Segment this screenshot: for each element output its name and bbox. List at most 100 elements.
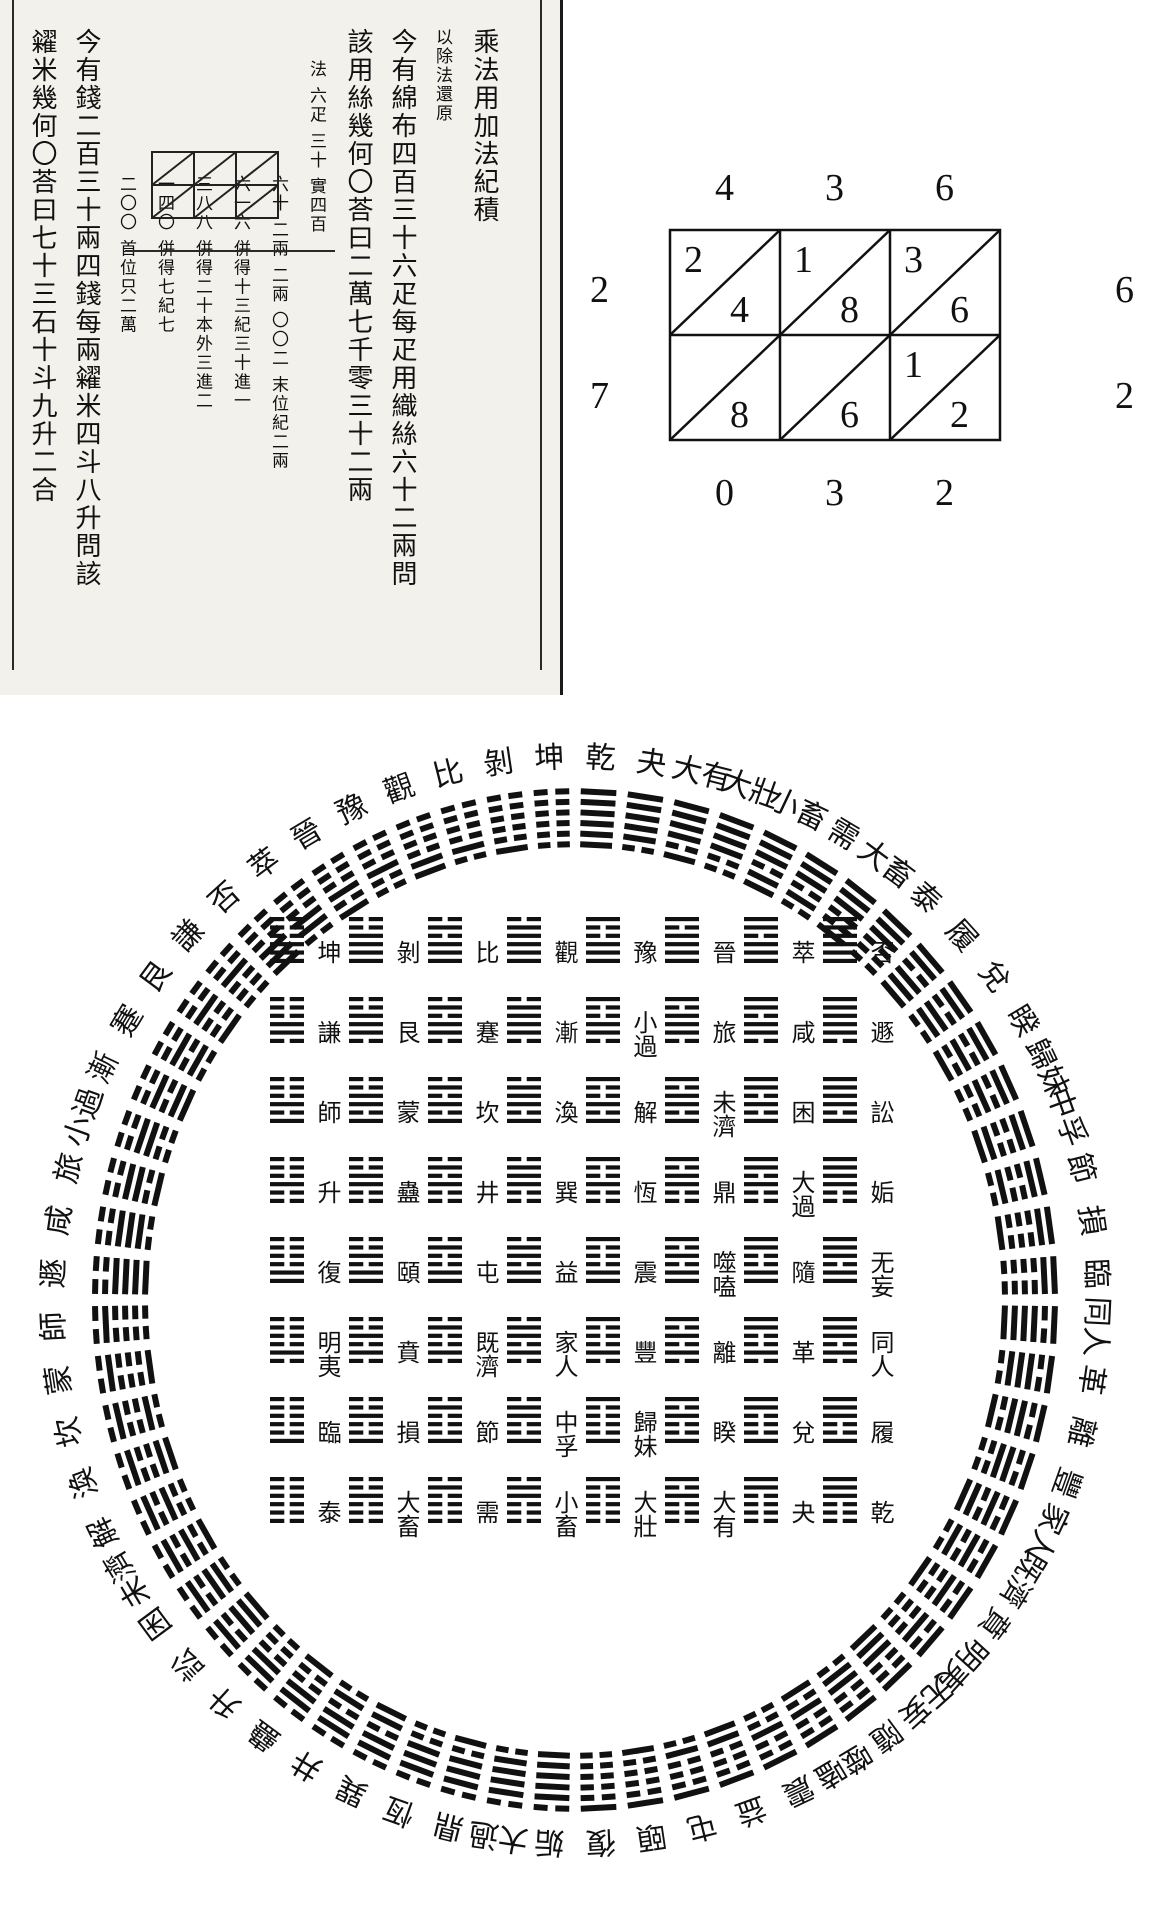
yin-line <box>665 1430 680 1435</box>
yin-line <box>349 1342 364 1347</box>
yin-line <box>349 1245 364 1250</box>
yin-line <box>684 1245 699 1250</box>
yin-line <box>509 801 524 810</box>
yin-line <box>447 1317 462 1322</box>
yin-line <box>605 1253 620 1258</box>
yang-line <box>428 958 462 963</box>
yin-line <box>665 1502 680 1507</box>
yin-line <box>1007 1234 1016 1250</box>
yin-line <box>780 898 795 910</box>
yang-line <box>665 917 699 922</box>
yin-line <box>368 1502 383 1507</box>
left-result-digit: 7 <box>590 375 609 417</box>
yin-line <box>289 1477 304 1482</box>
yin-line <box>447 1510 462 1515</box>
yang-line <box>750 1720 784 1742</box>
yin-line <box>586 1493 601 1498</box>
yin-line <box>605 1518 620 1523</box>
yin-line <box>513 833 528 842</box>
yin-line <box>447 1157 462 1162</box>
grid-hexagram-name: 渙 <box>550 1100 578 1124</box>
yang-line <box>881 908 913 939</box>
yang-line <box>989 1442 1007 1479</box>
yang-line <box>507 1405 541 1410</box>
yin-line <box>124 1352 133 1367</box>
yin-line <box>335 860 351 874</box>
yin-line <box>684 1198 699 1203</box>
hexagram-symbol <box>507 1157 541 1203</box>
yin-line <box>605 1502 620 1507</box>
hexagram-circle-diagram: 乾夬大有大壯小畜需大畜泰履兌睽歸妹中孚節損臨同人革離豐家人既濟賁明夷无妄隨噬嗑震… <box>36 740 1115 1860</box>
yin-line <box>368 1430 383 1435</box>
yin-line <box>205 959 220 975</box>
yin-line <box>447 1358 462 1363</box>
yin-line <box>989 1121 1001 1137</box>
grid-hexagram-name: 旅 <box>708 1020 736 1044</box>
yin-line <box>461 799 477 809</box>
yin-line <box>368 1325 383 1330</box>
yin-line <box>368 1397 383 1402</box>
yin-line <box>764 1711 780 1723</box>
yin-line <box>684 1430 699 1435</box>
yang-line <box>451 840 485 855</box>
hexagram-symbol <box>349 1317 383 1363</box>
hexagram-symbol <box>507 1077 541 1123</box>
grid-hexagram-name: 同人 <box>866 1330 894 1378</box>
text-column: 六十 二兩 二兩 〇〇二 末位紀二兩 <box>268 175 288 471</box>
hexagram-symbol <box>507 1477 541 1523</box>
yin-line <box>329 851 346 865</box>
yin-line <box>507 1358 522 1363</box>
yin-line <box>684 1342 699 1347</box>
yang-line <box>923 1000 949 1032</box>
yin-line <box>289 925 304 930</box>
yang-line <box>410 852 444 870</box>
yin-line <box>286 1637 301 1652</box>
hexagram-symbol <box>744 1077 778 1123</box>
yin-line <box>366 1720 381 1733</box>
yin-line <box>665 1510 680 1515</box>
yin-line <box>270 1237 285 1242</box>
yin-line <box>600 1772 614 1780</box>
yin-line <box>510 812 525 821</box>
yin-line <box>235 987 249 1002</box>
yin-line <box>850 1678 865 1692</box>
yin-line <box>463 809 479 819</box>
yang-line <box>586 917 620 922</box>
yang-line <box>998 1499 1019 1536</box>
yin-line <box>799 1726 815 1740</box>
yin-line <box>823 1110 838 1115</box>
yin-line <box>744 1262 759 1267</box>
yang-line <box>974 1020 999 1057</box>
yin-line <box>605 925 620 930</box>
ring-hexagram-name: 鼎 <box>429 1805 467 1846</box>
yin-line <box>447 933 462 938</box>
grid-hexagram-name: 復 <box>313 1260 341 1284</box>
yin-line <box>311 863 327 877</box>
yang-line <box>220 957 249 989</box>
yin-line <box>319 921 334 935</box>
yin-line <box>684 1405 699 1410</box>
yin-line <box>122 1400 131 1416</box>
yin-line <box>270 1342 285 1347</box>
yin-line <box>526 1342 541 1347</box>
yin-line <box>270 1485 285 1490</box>
ring-hexagram-name: 咸 <box>40 1203 79 1238</box>
yin-line <box>428 1397 443 1402</box>
yin-line <box>763 1198 778 1203</box>
yang-line <box>507 1165 541 1170</box>
yin-line <box>244 931 259 946</box>
yin-line <box>744 1413 759 1418</box>
yin-line <box>349 1397 364 1402</box>
yin-line <box>447 1333 462 1338</box>
grid-hexagram-name: 觀 <box>550 940 578 964</box>
yang-line <box>665 1118 699 1123</box>
yin-line <box>270 1013 285 1018</box>
yang-line <box>507 925 541 930</box>
yin-line <box>842 1342 857 1347</box>
yin-line <box>605 1333 620 1338</box>
yang-line <box>349 1493 383 1498</box>
yang-line <box>162 1436 179 1471</box>
hexagram-symbol <box>270 1237 304 1283</box>
yin-line <box>536 831 551 839</box>
yin-line <box>763 1173 778 1178</box>
